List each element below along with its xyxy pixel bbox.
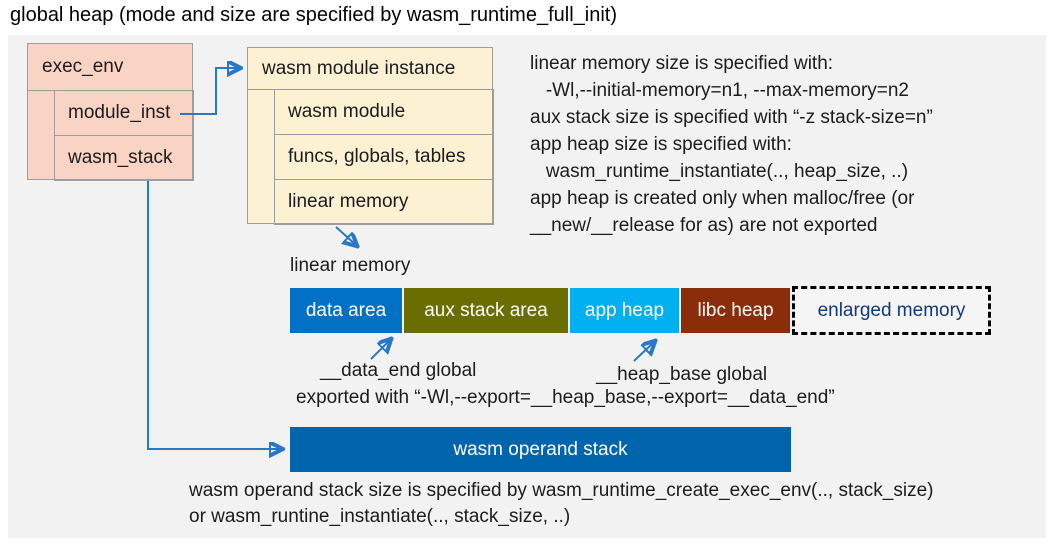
spec-note-line: app heap size is specified with: [530, 134, 792, 155]
module-instance-header: wasm module instance [248, 48, 492, 90]
spec-notes: linear memory size is specified with: -W… [530, 50, 933, 239]
exec-env-row-module-inst: module_inst [54, 90, 194, 136]
linear-memory-label: linear memory [290, 255, 411, 276]
memory-segment-aux-stack-area: aux stack area [404, 288, 568, 333]
module-instance-row-funcs-globals-tables: funcs, globals, tables [274, 134, 494, 180]
wasm-operand-stack-bar: wasm operand stack [290, 427, 791, 472]
heap-base-global-label: __heap_base global [596, 364, 768, 385]
module-instance-row-wasm-module: wasm module [274, 89, 494, 135]
module-instance-box: wasm module instance wasm module funcs, … [247, 47, 494, 225]
operand-stack-note-line1: wasm operand stack size is specified by … [189, 480, 934, 501]
spec-note-line: __new/__release for as) are not exported [530, 215, 878, 236]
exec-env-box: exec_env module_inst wasm_stack [27, 43, 194, 181]
memory-segment-enlarged-memory: enlarged memory [792, 286, 991, 335]
exec-env-row-wasm-stack: wasm_stack [54, 135, 194, 181]
spec-note-line: aux stack size is specified with “-z sta… [530, 107, 933, 128]
exec-env-header: exec_env [28, 44, 192, 91]
diagram-title: global heap (mode and size are specified… [10, 4, 617, 26]
exported-with-note: exported with “-Wl,--export=__heap_base,… [296, 387, 835, 408]
operand-stack-note-line2: or wasm_runtine_instantiate(.., stack_si… [189, 506, 571, 527]
spec-note-line: linear memory size is specified with: [530, 53, 834, 74]
spec-note-line: wasm_runtime_instantiate(.., heap_size, … [530, 161, 909, 182]
memory-segment-libc-heap: libc heap [681, 288, 790, 333]
spec-note-line: -Wl,--initial-memory=n1, --max-memory=n2 [530, 80, 909, 101]
module-instance-row-linear-memory: linear memory [274, 179, 494, 225]
data-end-global-label: __data_end global [320, 360, 477, 381]
memory-segment-data-area: data area [290, 288, 402, 333]
spec-note-line: app heap is created only when malloc/fre… [530, 188, 915, 209]
memory-segment-app-heap: app heap [570, 288, 679, 333]
